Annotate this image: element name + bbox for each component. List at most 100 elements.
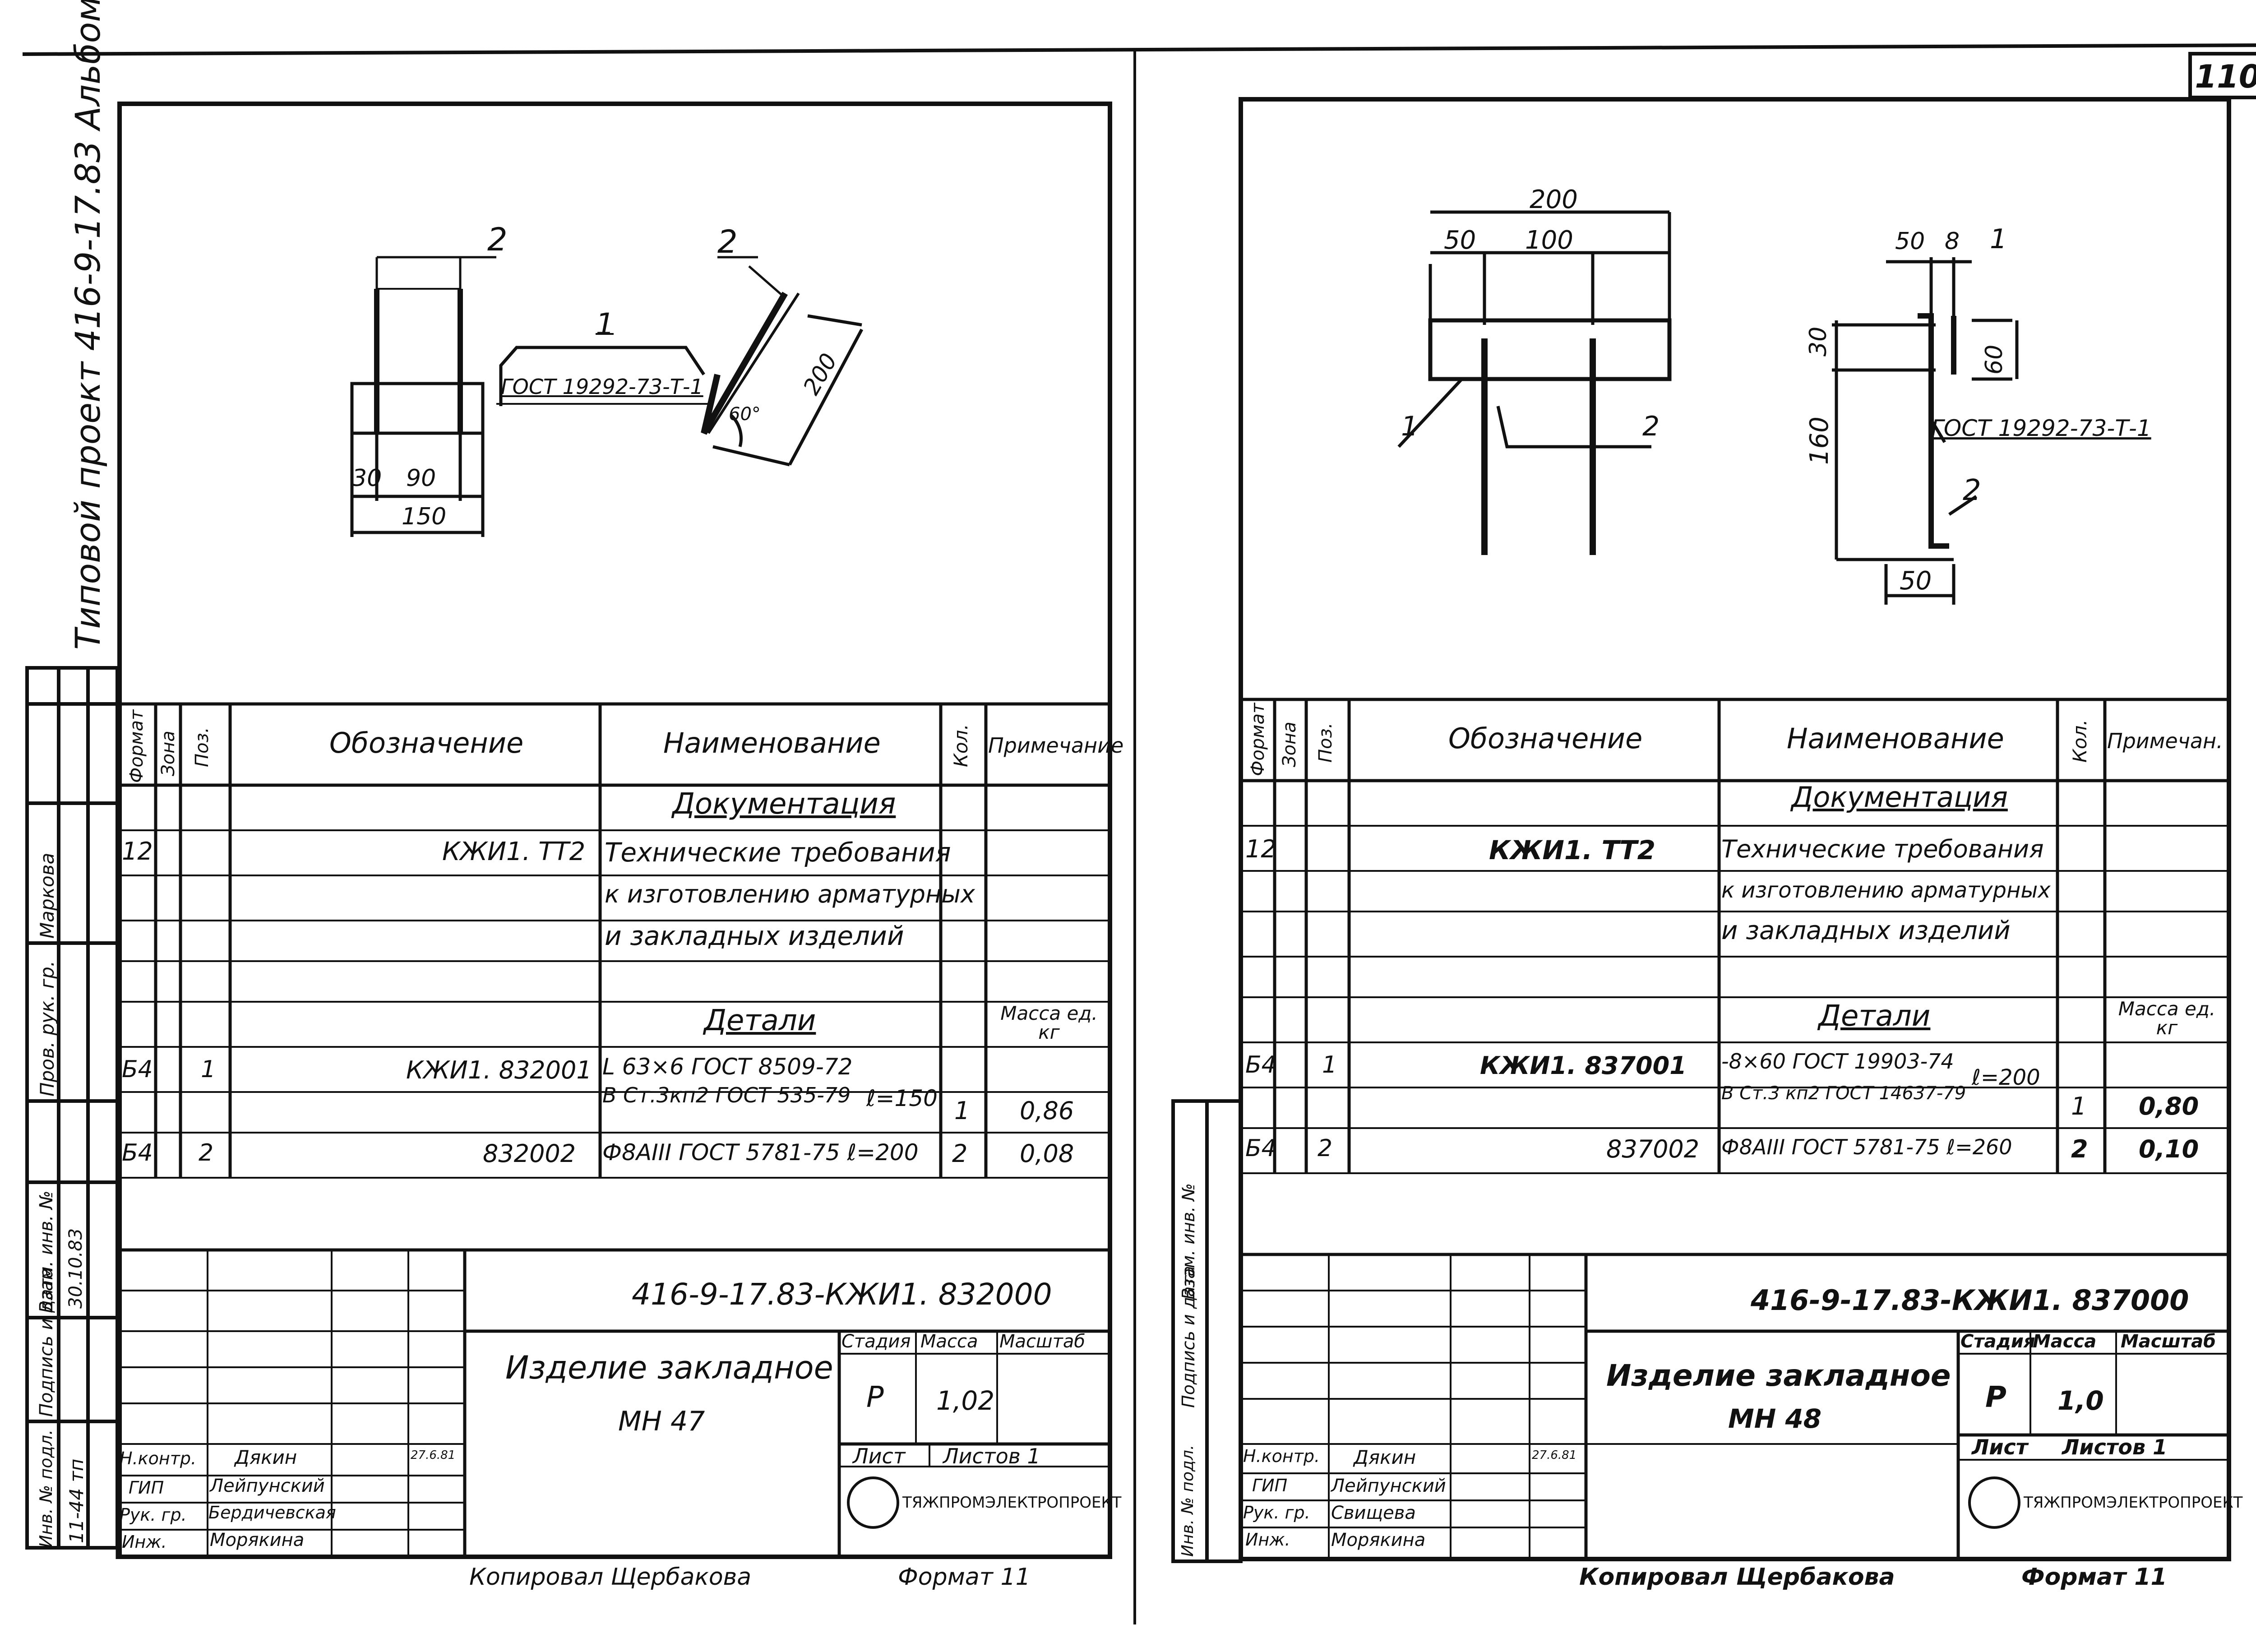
left-row1-name-1: Технические требования <box>605 837 951 868</box>
left-d1-name-2: В Ст.3кп2 ГОСТ 535-79 <box>602 1083 851 1107</box>
right-massa-label: Масса <box>2033 1331 2097 1352</box>
left-mass-label: Масса ед. кг <box>1000 1002 1098 1043</box>
right-product-mark: МН 48 <box>1728 1403 1822 1434</box>
left-dim-30: 30 <box>352 465 382 492</box>
left-role-3: Инж. <box>122 1532 167 1552</box>
right-hdr-poz: Поз. <box>1315 722 1336 763</box>
right-d1-name-1: -8×60 ГОСТ 19903-74 <box>1721 1049 1954 1074</box>
right-gost-weld: ГОСТ 19292-73-Т-1 <box>1931 415 2151 441</box>
right-d2-oboz: 837002 <box>1606 1135 1700 1163</box>
left-d1-format: Б4 <box>122 1056 153 1083</box>
right-side-podpis: Подпись и дата <box>1179 1266 1198 1408</box>
right-stadia-label: Стадия <box>1960 1331 2035 1352</box>
left-d1-kol: 1 <box>954 1097 970 1125</box>
right-dim-50c: 50 <box>1900 566 1932 596</box>
right-section-docs: Документация <box>1791 781 2008 814</box>
left-doc-code: 416-9-17.83-КЖИ1. 832000 <box>632 1277 1052 1312</box>
left-d2-poz: 2 <box>199 1139 214 1166</box>
right-d1-format: Б4 <box>1245 1051 1276 1078</box>
right-person-1: Лейпунский <box>1331 1476 1446 1496</box>
right-role-3: Инж. <box>1245 1530 1290 1550</box>
right-masshtab-label: Масштаб <box>2121 1331 2216 1352</box>
left-role-2: Рук. гр. <box>120 1505 187 1525</box>
right-footer-copied: Копировал Щербакова <box>1579 1564 1895 1591</box>
left-date-small: 27.6.81 <box>411 1448 456 1462</box>
right-doc-code: 416-9-17.83-КЖИ1. 837000 <box>1751 1284 2189 1317</box>
right-listov-label: Листов 1 <box>2062 1435 2168 1459</box>
right-pos-1a: 1 <box>1401 411 1419 442</box>
left-role-1: ГИП <box>129 1478 164 1498</box>
left-d1-mass: 0,86 <box>1020 1097 1074 1125</box>
left-product-mark: МН 47 <box>618 1406 705 1437</box>
right-d1-oboz: КЖИ1. 837001 <box>1480 1051 1687 1080</box>
page-number: 110 <box>2188 52 2256 99</box>
right-d1-name-2: В Ст.3 кп2 ГОСТ 14637-79 <box>1721 1083 1966 1104</box>
right-dim-200: 200 <box>1530 185 1578 214</box>
right-role-2: Рук. гр. <box>1243 1503 1310 1522</box>
right-hdr-oboznachenie: Обозначение <box>1448 722 1643 755</box>
left-person-2: Бердичевская <box>208 1503 336 1522</box>
left-row1-name-3: и закладных изделий <box>605 921 904 951</box>
right-d1-len: ℓ=200 <box>1972 1065 2040 1090</box>
left-d2-oboz: 832002 <box>483 1139 576 1168</box>
left-dim-150: 150 <box>402 503 447 530</box>
left-section-docs: Документация <box>672 787 896 821</box>
right-pos-2a: 2 <box>1642 411 1660 442</box>
left-list-label: Лист <box>853 1444 906 1468</box>
left-d2-mass: 0,08 <box>1020 1139 1074 1168</box>
left-section-details: Детали <box>704 1004 816 1037</box>
left-footer-format: Формат 11 <box>898 1564 1031 1591</box>
right-pos-2b: 2 <box>1963 474 1981 507</box>
left-person-0: Дякин <box>235 1446 297 1468</box>
left-massa: 1,02 <box>936 1385 995 1416</box>
right-person-2: Свищева <box>1331 1503 1416 1523</box>
left-d1-oboz: КЖИ1. 832001 <box>406 1056 592 1084</box>
right-hdr-naimenovanie: Наименование <box>1787 722 2004 755</box>
left-listov-label: Листов 1 <box>943 1444 1040 1468</box>
right-hdr-primechanie: Примечан. <box>2107 729 2223 753</box>
right-role-0: Н.контр. <box>1243 1446 1320 1466</box>
right-sheet-frame <box>1239 97 2231 1561</box>
right-hdr-zona: Зона <box>1279 722 1300 767</box>
left-product-name: Изделие закладное <box>505 1349 833 1386</box>
left-d1-poz: 1 <box>201 1056 216 1083</box>
right-person-0: Дякин <box>1354 1446 1416 1468</box>
right-org-logo-text: ТЯЖПРОМЭЛЕКТРОПРОЕКТ <box>2024 1494 2243 1512</box>
left-dim-90: 90 <box>406 465 436 492</box>
left-row1-oboz: КЖИ1. ТТ2 <box>442 837 586 866</box>
left-hdr-naimenovanie: Наименование <box>663 727 881 759</box>
right-d2-name: Ф8АIII ГОСТ 5781-75 ℓ=260 <box>1721 1135 2012 1159</box>
right-list-label: Лист <box>1972 1435 2028 1459</box>
right-footer-format: Формат 11 <box>2021 1564 2167 1591</box>
right-row1-oboz: КЖИ1. ТТ2 <box>1489 835 1656 865</box>
right-d1-mass: 0,80 <box>2139 1092 2199 1120</box>
right-section-details: Детали <box>1818 1000 1931 1033</box>
left-org-logo-text: ТЯЖПРОМЭЛЕКТРОПРОЕКТ <box>902 1494 1122 1512</box>
right-dim-100: 100 <box>1525 226 1573 255</box>
left-gost-weld: ГОСТ 19292-73-Т-1 <box>501 375 703 399</box>
left-pos-2b: 2 <box>717 223 738 260</box>
right-dim-50: 50 <box>1444 226 1476 255</box>
left-hdr-primechanie: Примечание <box>988 733 1124 758</box>
left-d2-kol: 2 <box>952 1139 968 1168</box>
right-row1-name-3: и закладных изделий <box>1721 916 2011 945</box>
right-row1-name-2: к изготовлению арматурных <box>1721 878 2051 903</box>
right-d2-mass: 0,10 <box>2139 1135 2199 1163</box>
left-footer-copied: Копировал Щербакова <box>469 1564 752 1591</box>
right-role-1: ГИП <box>1252 1476 1288 1495</box>
left-row1-name-2: к изготовлению арматурных <box>605 880 975 908</box>
left-massa-label: Масса <box>920 1331 978 1352</box>
right-d1-kol: 1 <box>2071 1092 2087 1120</box>
right-row1-name-1: Технические требования <box>1721 835 2044 863</box>
right-person-3: Морякина <box>1331 1530 1426 1550</box>
right-side-inv-podl: Инв. № подл. <box>1179 1444 1197 1557</box>
right-massa: 1,0 <box>2057 1385 2104 1416</box>
left-stadia: Р <box>866 1381 884 1414</box>
left-hdr-oboznachenie: Обозначение <box>329 727 524 759</box>
right-dim-8: 8 <box>1945 228 1960 255</box>
left-angle-60: 60° <box>729 404 761 425</box>
left-d2-name: Ф8АIII ГОСТ 5781-75 ℓ=200 <box>602 1139 919 1166</box>
right-row1-format: 12 <box>1245 835 1276 863</box>
